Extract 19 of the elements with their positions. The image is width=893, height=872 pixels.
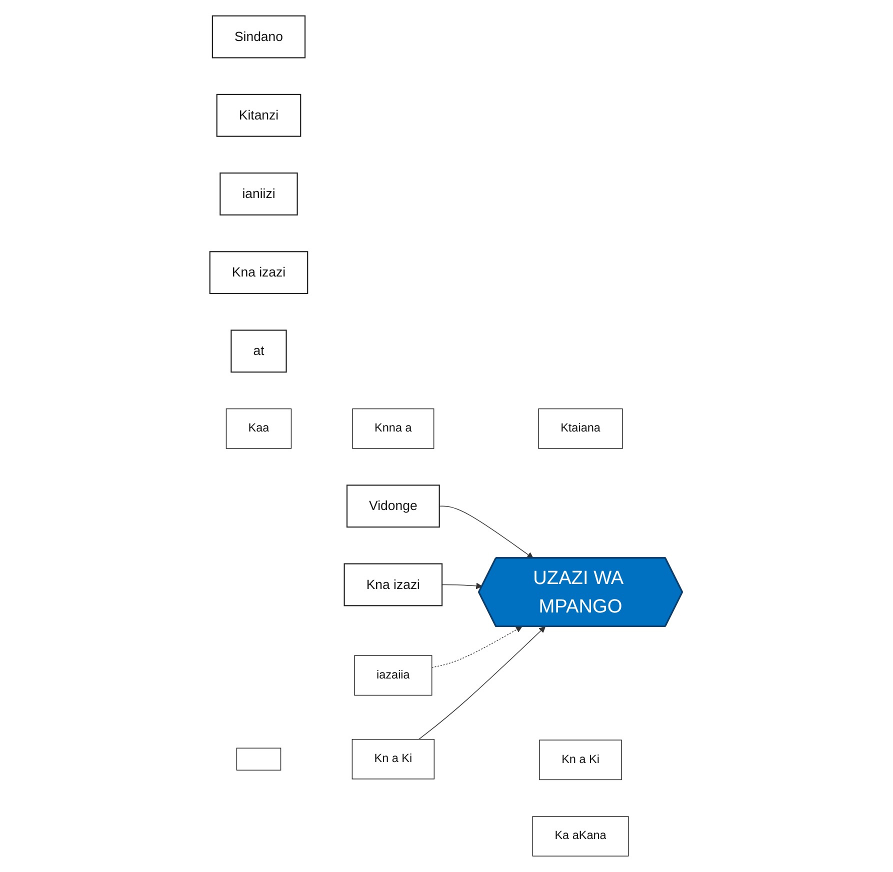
node-box: Vidonge [346, 484, 440, 528]
node-box [236, 748, 282, 771]
node-box: at [231, 330, 288, 373]
node-box: Knna a [352, 408, 435, 449]
node-box: Kn a Ki [540, 740, 622, 780]
node-box: ianiizi [220, 172, 298, 216]
arrow [442, 582, 483, 590]
arrow [432, 626, 523, 668]
node-box: iazaiia [354, 655, 433, 696]
arrow [439, 506, 534, 559]
node-box: Kna izazi [210, 251, 309, 294]
node-box: Kaa [226, 408, 292, 449]
node-box: Kna izazi [344, 563, 443, 606]
node-box: Kitanzi [216, 94, 302, 137]
node-box: Ka aKana [532, 816, 630, 856]
node-box: Kn a Ki [352, 738, 435, 780]
node-box: Sindano [212, 15, 306, 58]
arrow [418, 626, 546, 740]
node-box: Ktaiana [538, 408, 624, 449]
